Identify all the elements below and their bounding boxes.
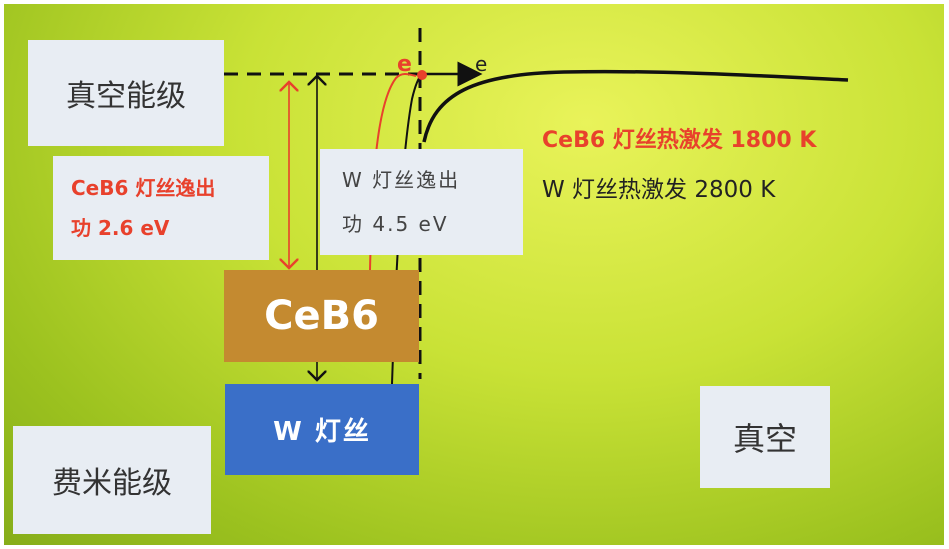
vacuum-label: 真空 bbox=[700, 386, 830, 488]
fermi-level-label: 费米能级 bbox=[13, 426, 211, 534]
w-thermal-excitation-text: W 灯丝热激发 2800 K bbox=[542, 177, 776, 203]
potential-barrier-curve bbox=[422, 69, 849, 143]
w-work-function-label: W 灯丝逸出 功 4.5 eV bbox=[320, 149, 523, 255]
red-electron-label: e bbox=[397, 52, 412, 77]
black-electron-label: e bbox=[475, 52, 488, 76]
w-filament-block: W 灯丝 bbox=[225, 384, 419, 475]
red-electron-dot bbox=[417, 70, 427, 80]
w-work-function-line2: 功 4.5 eV bbox=[342, 212, 449, 236]
ceb6-work-function-line1: CeB6 灯丝逸出 bbox=[71, 176, 216, 200]
vacuum-level-label: 真空能级 bbox=[28, 40, 224, 146]
w-work-function-line1: W 灯丝逸出 bbox=[342, 168, 461, 192]
ceb6-thermal-excitation-text: CeB6 灯丝热激发 1800 K bbox=[542, 128, 817, 153]
ceb6-filament-block: CeB6 bbox=[224, 270, 419, 362]
ceb6-work-function-label: CeB6 灯丝逸出 功 2.6 eV bbox=[53, 156, 269, 260]
ceb6-work-function-line2: 功 2.6 eV bbox=[71, 216, 170, 240]
diagram-stage: 真空能级 CeB6 灯丝逸出 功 2.6 eV W 灯丝逸出 功 4.5 eV … bbox=[4, 4, 944, 545]
